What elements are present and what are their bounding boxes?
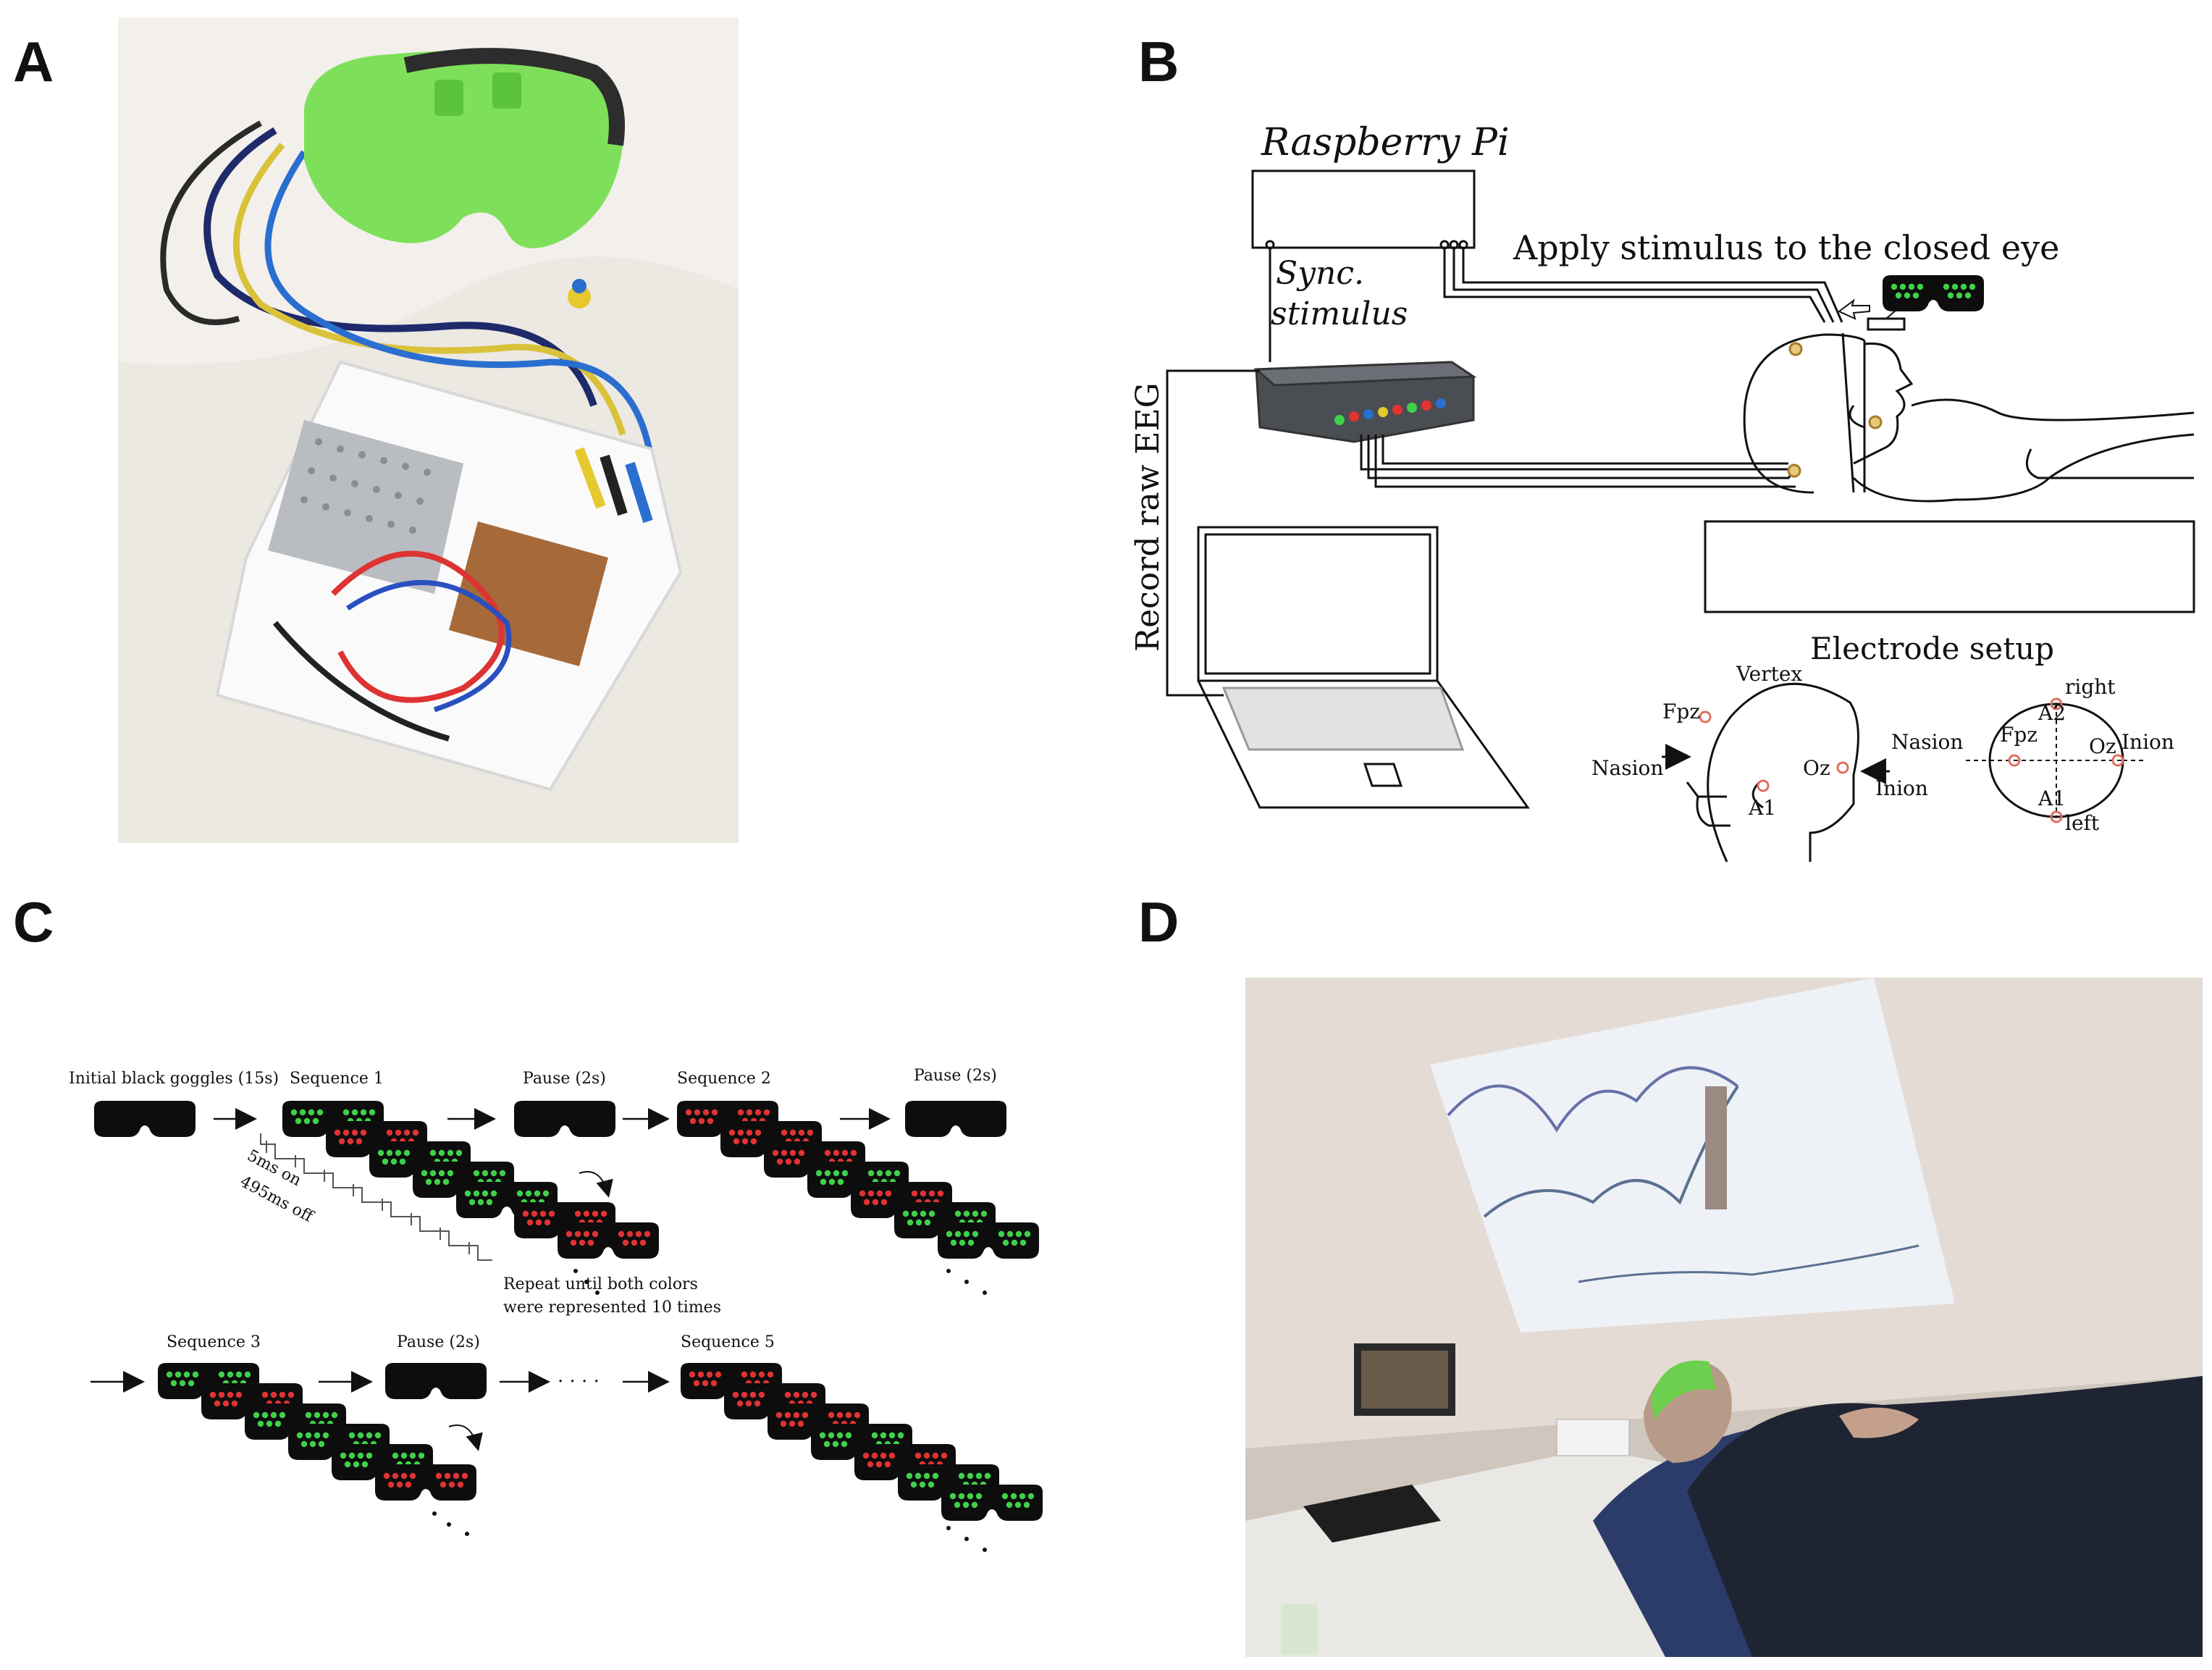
label-a1-top: A1	[2038, 786, 2066, 810]
label-a2: A2	[2038, 701, 2066, 725]
goggle-pause-1	[514, 1101, 615, 1137]
goggle-initial-black	[94, 1101, 195, 1137]
label-ellipsis: · · · ·	[558, 1371, 600, 1393]
label-a1-side: A1	[1748, 796, 1776, 820]
label-inion-side: Inion	[1875, 776, 1928, 800]
label-nasion-side: Nasion	[1591, 756, 1663, 780]
panel-letter-c: C	[13, 890, 54, 954]
seq2-goggle-7	[938, 1222, 1039, 1259]
label-fpz-side: Fpz	[1662, 700, 1700, 723]
label-left: left	[2065, 811, 2100, 835]
panel-letter-b: B	[1138, 30, 1179, 93]
label-apply-stimulus: Apply stimulus to the closed eye	[1513, 228, 2059, 267]
panel-a-photo	[118, 17, 739, 843]
seq3-goggle-6	[375, 1464, 476, 1501]
label-record-eeg: Record raw EEG	[1130, 382, 1166, 652]
raspberry-pi-box	[1251, 169, 1476, 249]
label-pause-1: Pause (2s)	[523, 1070, 606, 1088]
label-right: right	[2065, 675, 2116, 699]
label-repeat-2: were represented 10 times	[503, 1298, 721, 1317]
panel-d-photo	[1245, 978, 2203, 1657]
label-electrode-setup: Electrode setup	[1810, 631, 2054, 666]
label-stimulus: stimulus	[1271, 295, 1408, 332]
label-sequence-3: Sequence 3	[167, 1333, 261, 1351]
label-repeat-1: Repeat until both colors	[503, 1275, 698, 1293]
label-pause-2: Pause (2s)	[914, 1067, 997, 1085]
label-raspberry-pi: Raspberry Pi	[1261, 121, 1510, 164]
seq5-goggle-7	[941, 1485, 1043, 1521]
goggle-pause-3	[385, 1363, 487, 1399]
label-pause-3: Pause (2s)	[397, 1333, 480, 1351]
label-fpz-top: Fpz	[2000, 723, 2038, 747]
panel-b-schematic	[1166, 169, 2195, 863]
label-vertex: Vertex	[1736, 662, 1802, 686]
label-inion-top: Inion	[2121, 730, 2174, 754]
label-sequence-1: Sequence 1	[290, 1070, 384, 1088]
panel-letter-a: A	[13, 30, 54, 93]
panel-c-protocol: Initial black goggles (15s) Sequence 1 P…	[69, 1067, 1043, 1552]
label-nasion-top: Nasion	[1891, 730, 1963, 754]
panel-letter-d: D	[1138, 890, 1179, 954]
label-oz-side: Oz	[1803, 756, 1830, 780]
goggle-pause-2	[905, 1101, 1006, 1137]
label-495ms-off: 495ms off	[237, 1172, 316, 1226]
label-sequence-5: Sequence 5	[681, 1333, 775, 1351]
label-initial-goggles: Initial black goggles (15s)	[69, 1070, 279, 1088]
label-sequence-2: Sequence 2	[677, 1070, 771, 1088]
seq1-goggle-7	[558, 1222, 659, 1259]
label-sync: Sync.	[1276, 255, 1364, 292]
label-oz-top: Oz	[2089, 734, 2116, 758]
